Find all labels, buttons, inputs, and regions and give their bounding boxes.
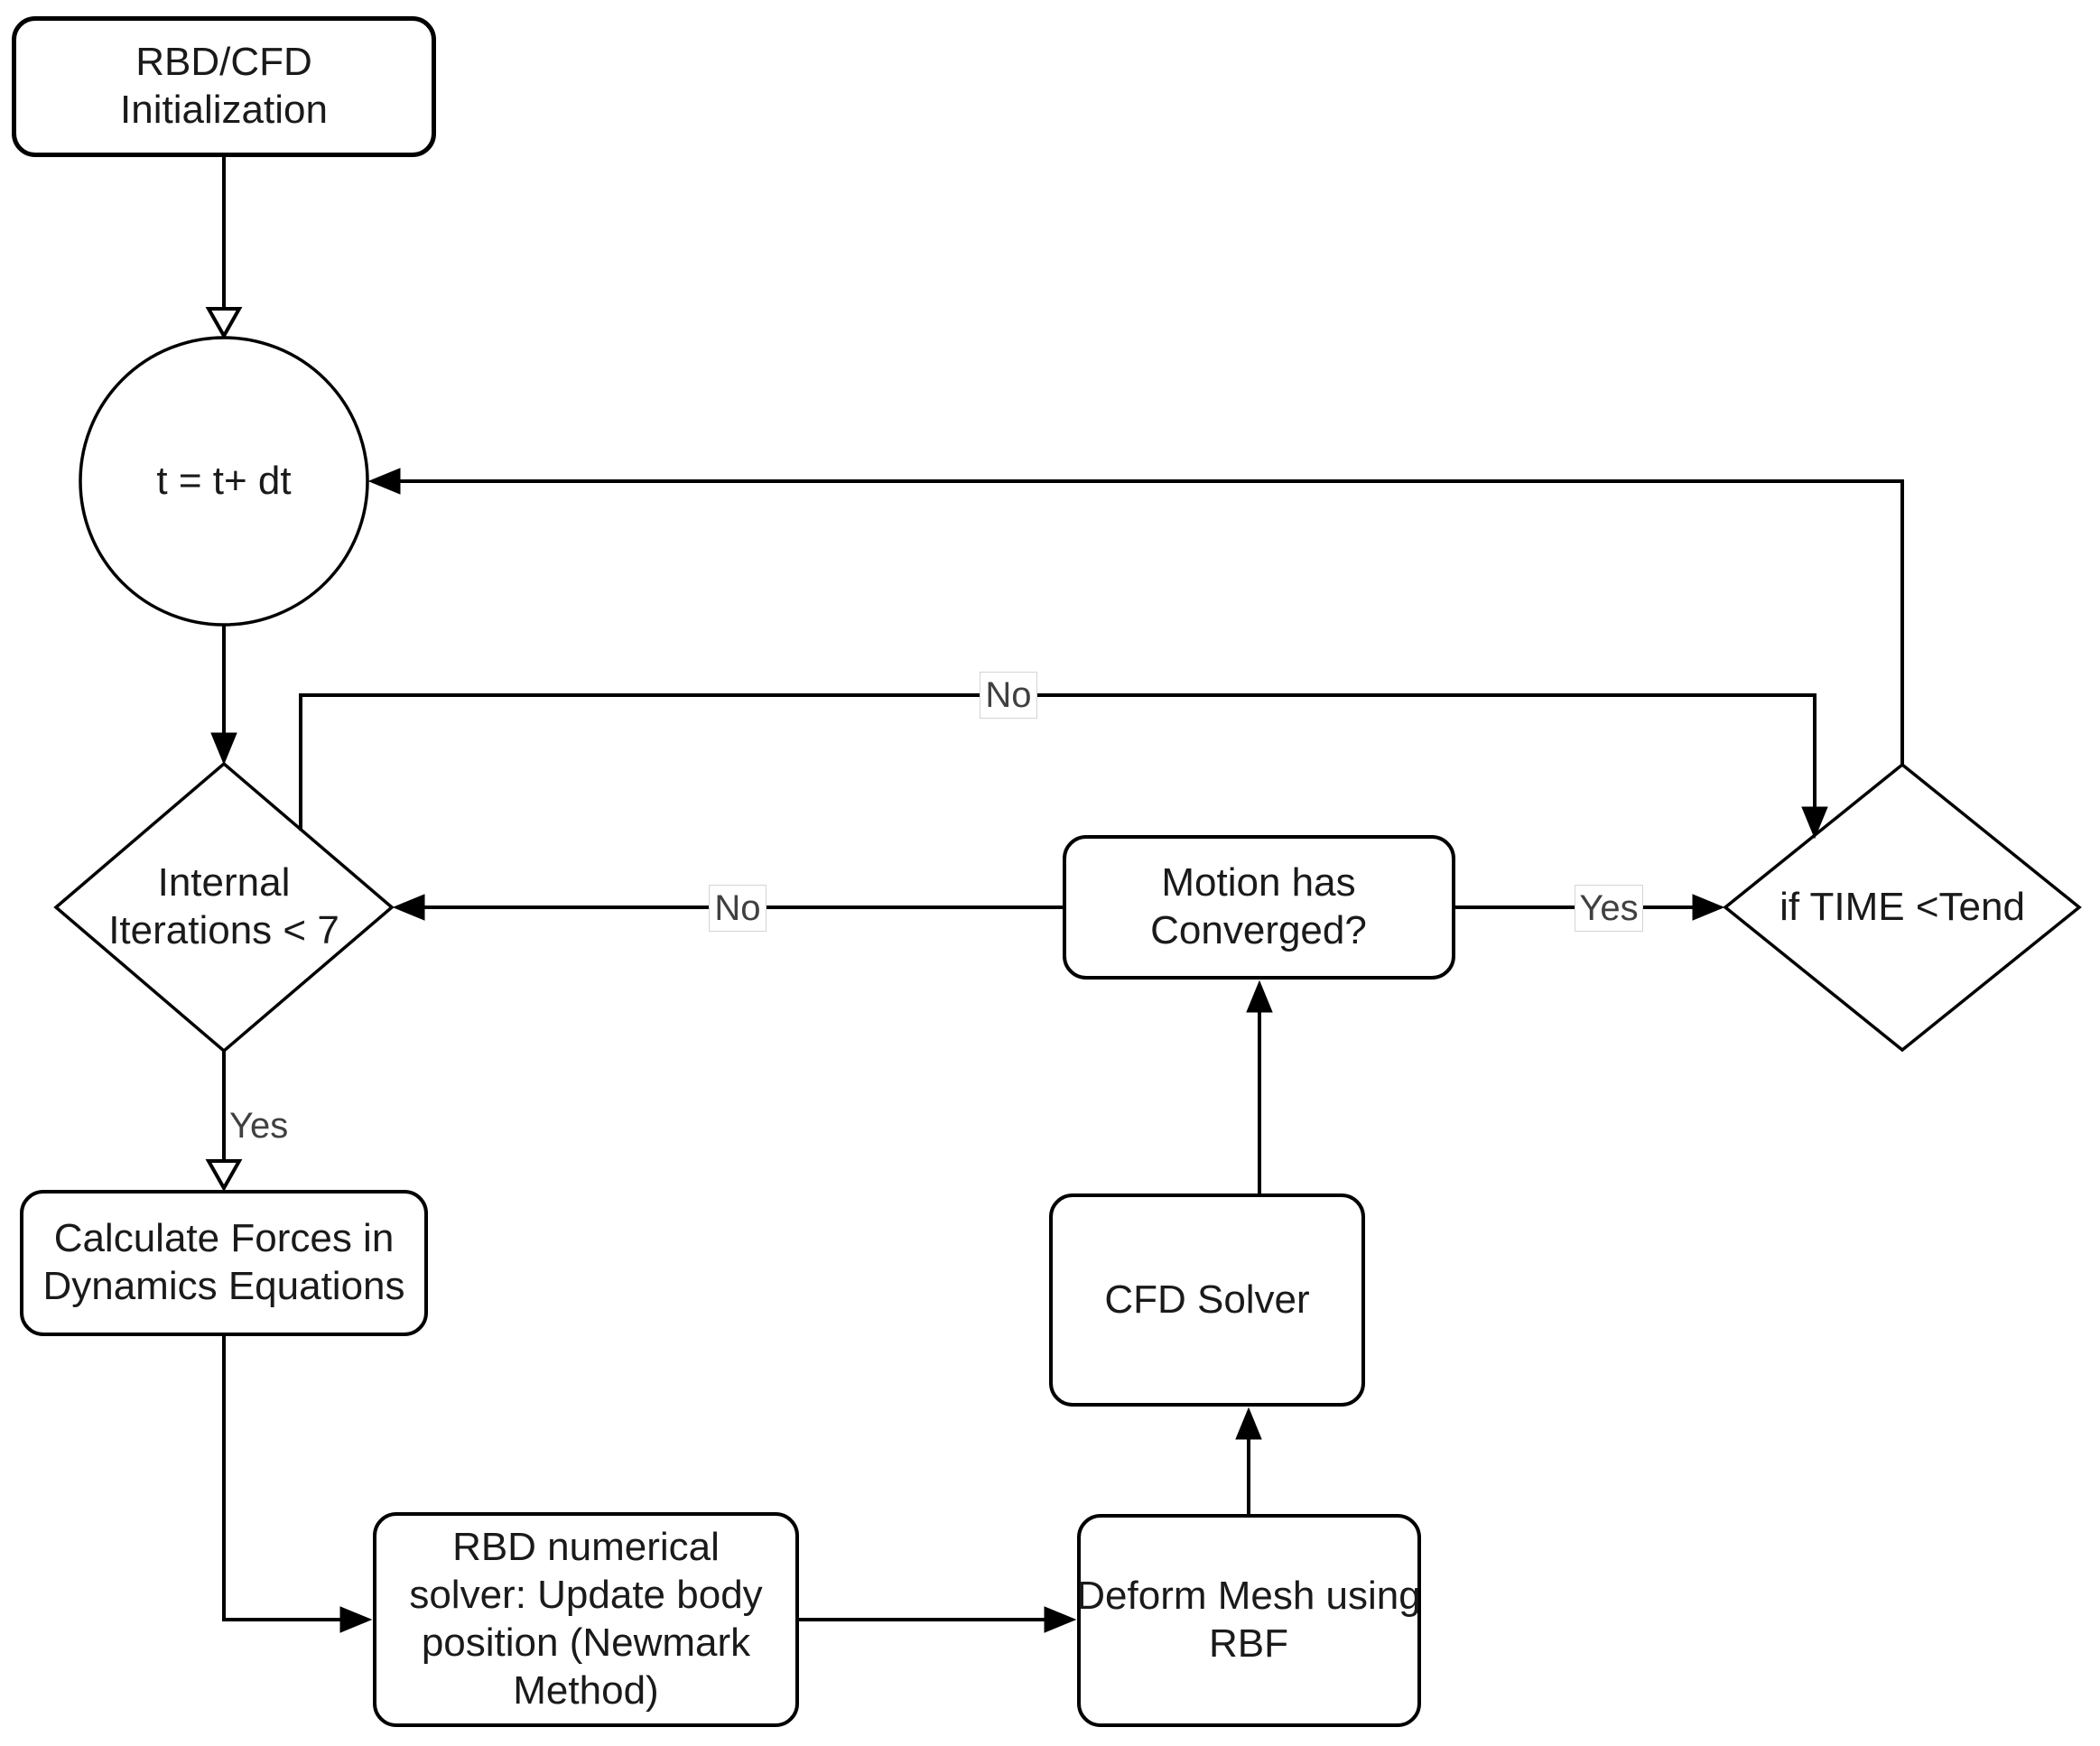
filled-arrowhead-icon: [1801, 806, 1828, 840]
edge-label-converged-yes: Yes: [1575, 885, 1643, 932]
filled-arrowhead-icon: [367, 468, 401, 495]
internal-iterations-diamond-shape: [53, 761, 395, 1054]
filled-arrowhead-icon: [392, 894, 425, 921]
edge-label-converged-no: No: [709, 885, 767, 932]
open-arrowhead-icon: [205, 1159, 243, 1193]
time-step-circle-shape: [79, 336, 369, 627]
rbd-solver-box: [373, 1512, 799, 1727]
calculate-forces-box: [20, 1190, 428, 1336]
filled-arrowhead-icon: [339, 1606, 373, 1633]
filled-arrowhead-icon: [1235, 1407, 1262, 1440]
filled-arrowhead-icon: [1246, 980, 1273, 1013]
filled-arrowhead-icon: [1044, 1606, 1077, 1633]
edge-label-iterations-yes: Yes: [229, 1105, 289, 1146]
edge-timecheck-to-timestep: [400, 479, 1904, 765]
filled-arrowhead-icon: [1692, 894, 1725, 921]
open-arrowhead-icon: [205, 307, 243, 340]
cfd-solver-box: [1049, 1193, 1365, 1407]
filled-arrowhead-icon: [210, 732, 237, 766]
motion-converged-box: [1063, 835, 1455, 980]
time-check-diamond-shape: [1723, 762, 2082, 1053]
edge-label-iterations-no: No: [980, 672, 1037, 719]
init-box: [12, 16, 436, 157]
deform-mesh-box: [1077, 1514, 1421, 1727]
edge-forces-to-rbd-solver: [222, 1336, 340, 1621]
edge-iterations-no-to-timecheck: [299, 693, 1817, 831]
